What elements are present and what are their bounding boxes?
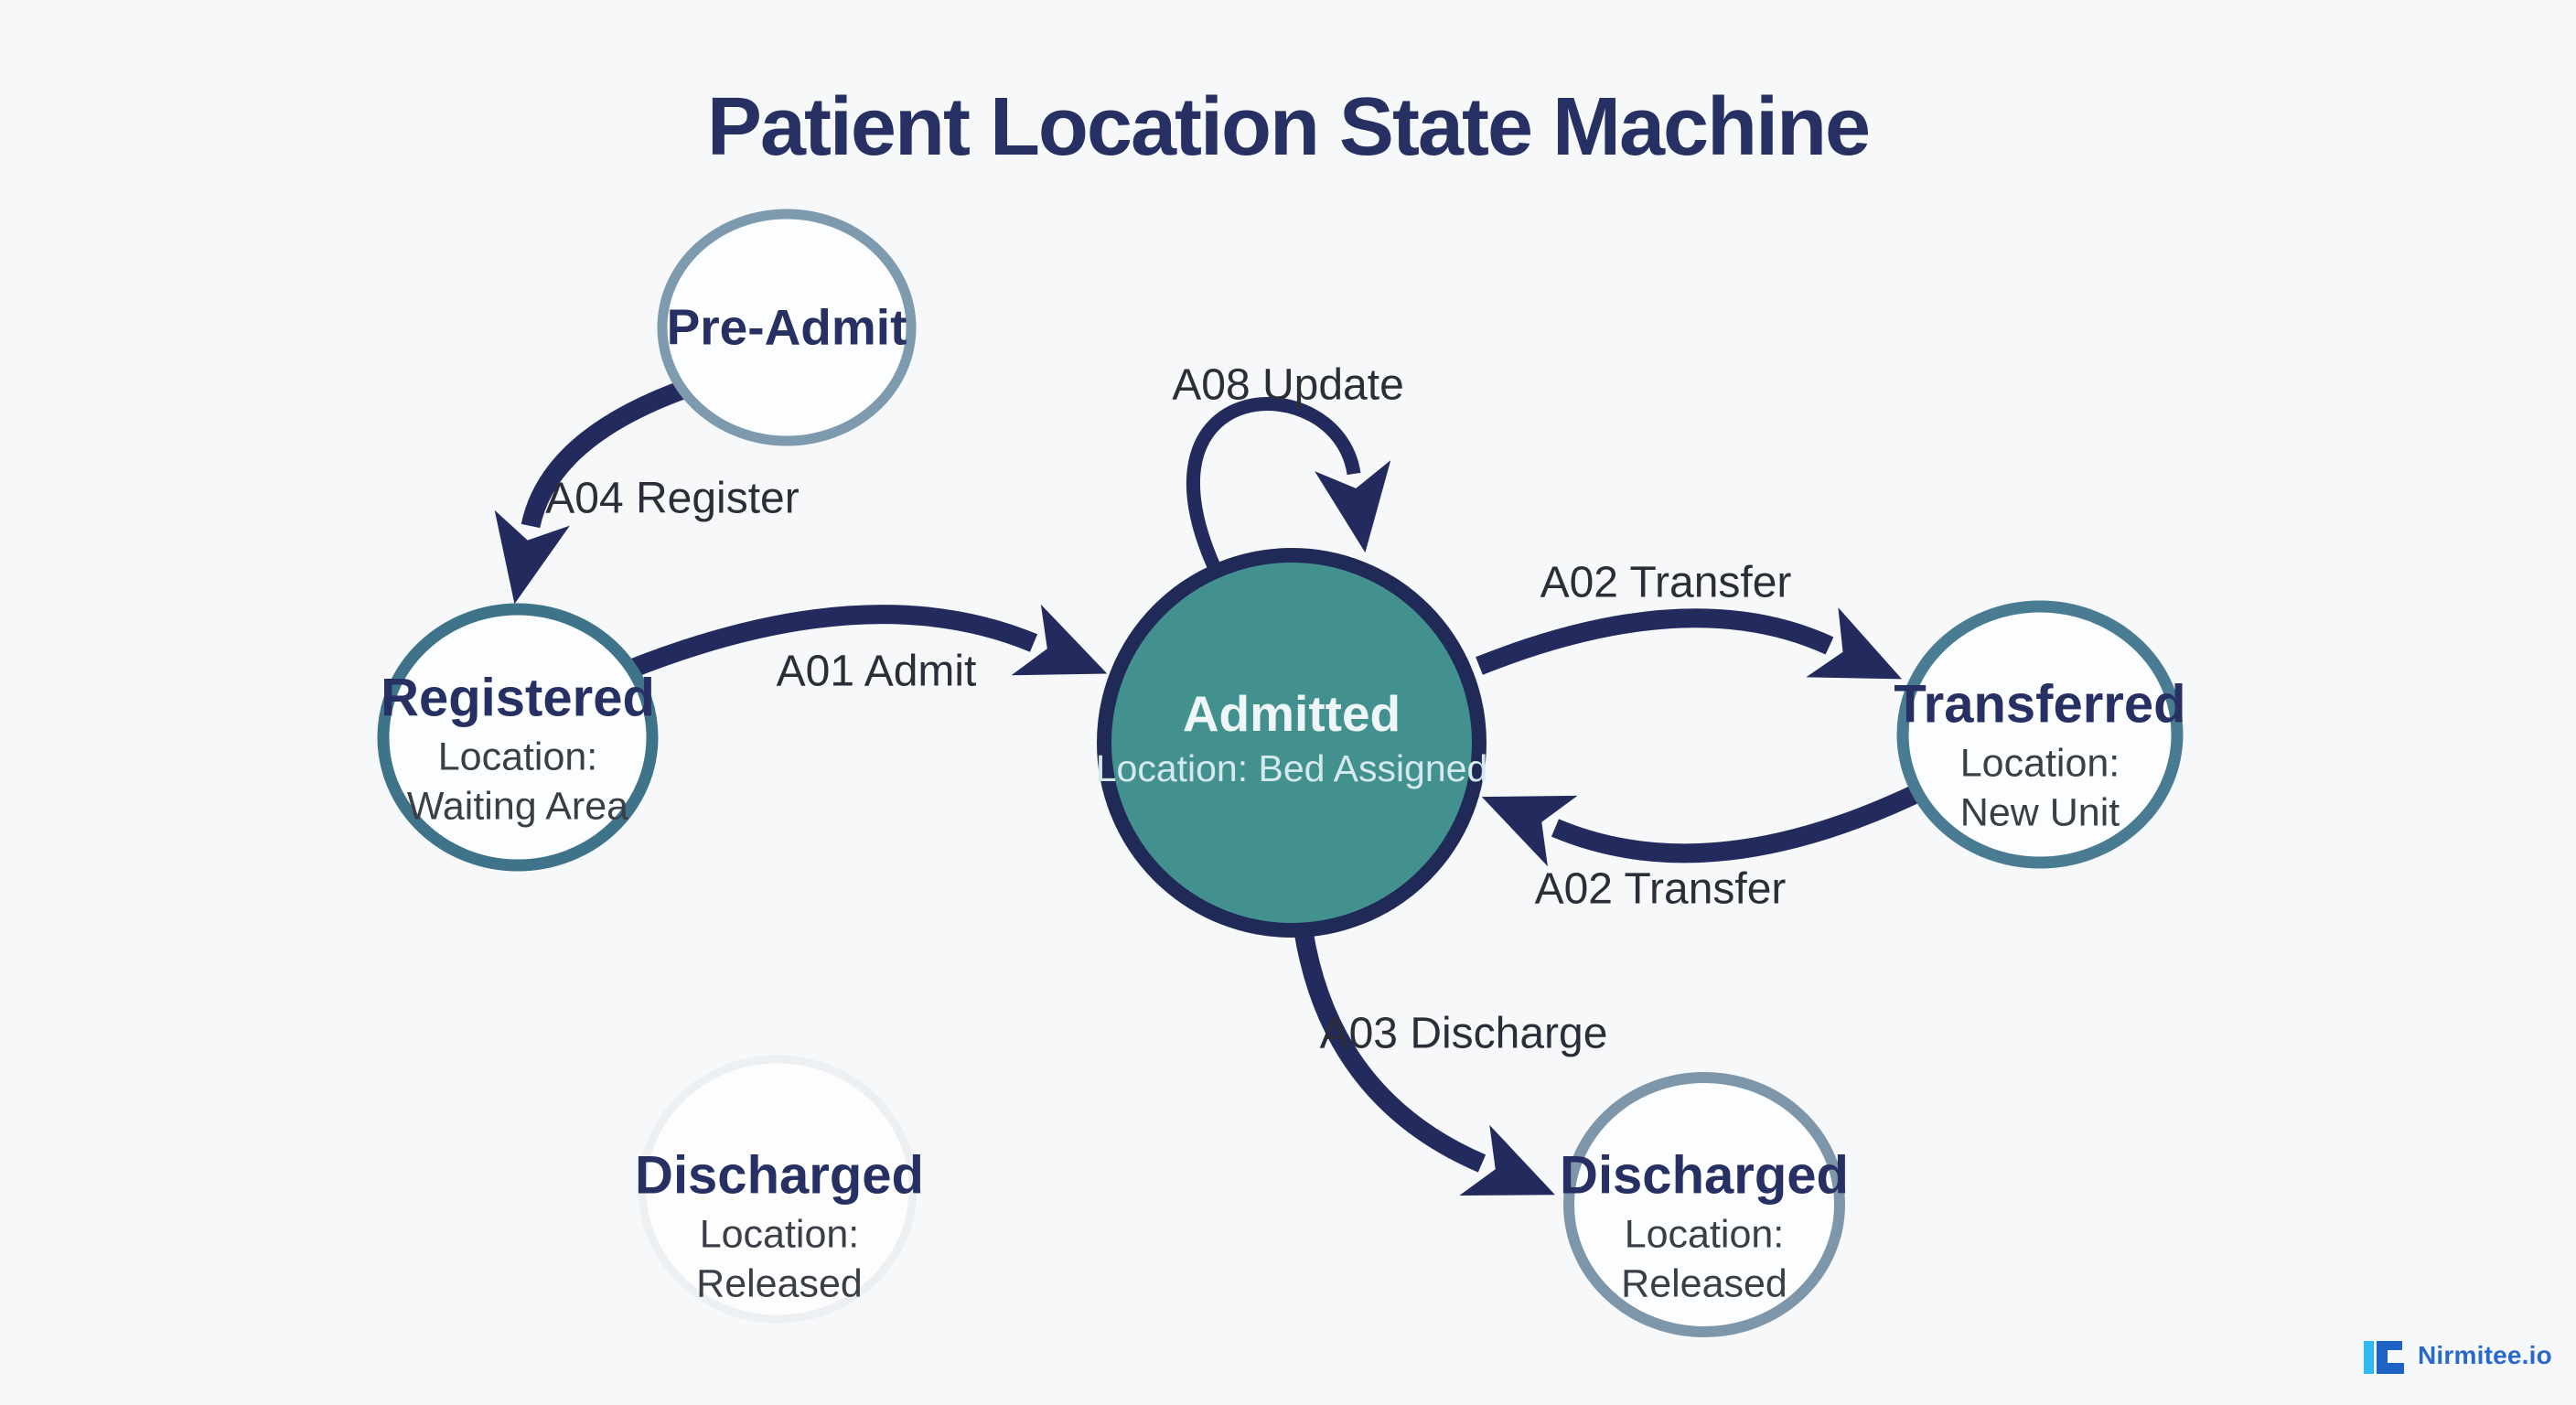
state-location-label: Location: [1624, 1212, 1785, 1257]
transition-label-a02-transfer-out: A02 Transfer [1540, 558, 1792, 607]
state-registered: Registered Location: Waiting Area [381, 666, 655, 831]
nirmitee-logo-icon [2364, 1341, 2404, 1374]
state-circle-transferred [1896, 600, 2184, 869]
state-circle-discharged [1563, 1072, 1845, 1337]
state-pre-admit: Pre-Admit [667, 296, 907, 359]
transition-arrow-a03-discharge [1293, 924, 1555, 1196]
state-location-value: Released [696, 1261, 863, 1306]
transition-arrow-a08-update-self-loop [1186, 397, 1391, 580]
nirmitee-logo: Nirmitee.io [2362, 1337, 2552, 1374]
state-label-admitted: Admitted [1182, 684, 1401, 742]
transition-label-a04-register: A04 Register [545, 474, 800, 523]
state-location-value: New Unit [1959, 790, 2120, 835]
transition-arrow-a01-admit [626, 604, 1108, 679]
state-location-value: Released [1621, 1261, 1787, 1306]
state-location-label: Location: [437, 735, 598, 779]
state-location-label: Location: [699, 1212, 860, 1257]
state-label-transferred: Transferred [1894, 674, 2186, 735]
nirmitee-logo-text: Nirmitee.io [2418, 1341, 2552, 1369]
transition-arrow-a02-transfer-back [1481, 783, 1924, 867]
diagram-title: Patient Location State Machine [706, 81, 1871, 173]
transition-arrow-a04-register [494, 379, 692, 605]
state-label-pre-admit: Pre-Admit [666, 298, 907, 356]
transition-label-a08-update: A08 Update [1172, 360, 1404, 410]
state-label-discharged-ghost: Discharged [635, 1145, 924, 1206]
state-circle-discharged-ghost [638, 1055, 918, 1324]
state-circle-admitted [1097, 548, 1487, 938]
state-discharged-ghost: Discharged Location: Released [635, 1143, 924, 1309]
state-discharged: Discharged Location: Released [1560, 1143, 1849, 1309]
state-label-registered: Registered [381, 668, 655, 728]
state-transferred: Transferred Location: New Unit [1894, 672, 2185, 838]
state-location-line: Location: Bed Assigned [1095, 746, 1488, 789]
state-circle-pre-admit [657, 209, 917, 446]
transition-label-a03-discharge: A03 Discharge [1319, 1009, 1608, 1058]
transition-label-a01-admit: A01 Admit [776, 647, 977, 696]
state-circle-registered [377, 603, 659, 872]
state-location-value: Waiting Area [406, 784, 629, 829]
transition-label-a02-transfer-back: A02 Transfer [1534, 864, 1787, 914]
state-admitted: Admitted Location: Bed Assigned [1096, 682, 1488, 792]
state-label-discharged: Discharged [1560, 1145, 1849, 1206]
transition-arrow-a02-transfer-out [1476, 607, 1903, 680]
state-location-label: Location: [1959, 741, 2120, 786]
